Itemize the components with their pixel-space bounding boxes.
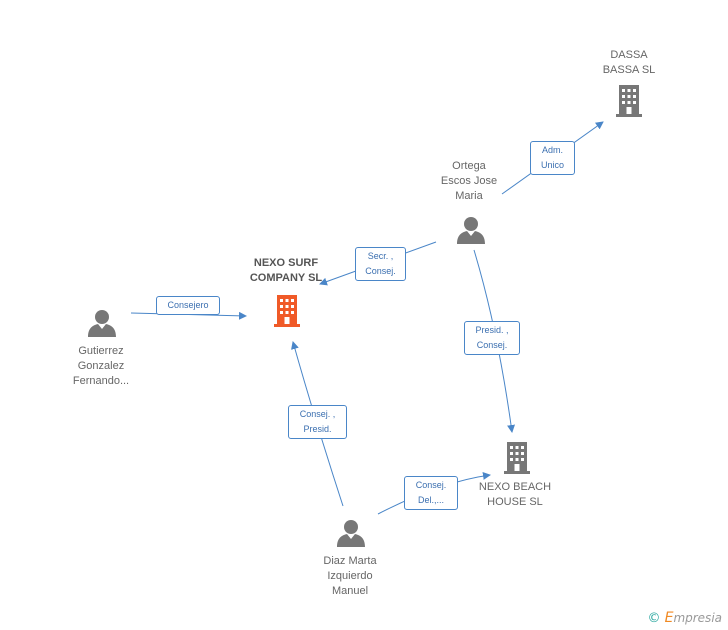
edge-label-line: Unico: [540, 160, 564, 170]
node-label-gutierrez[interactable]: Gutierrez Gonzalez Fernando...: [55, 344, 147, 389]
node-label-line: Maria: [455, 190, 483, 202]
edge-label-ortega-nexo-beach: Presid. , Consej.: [464, 321, 520, 355]
edge-label-line: Consej.: [476, 340, 508, 350]
edge-label-line: Del.,...: [417, 495, 444, 505]
edge-label-line: Adm.: [541, 145, 563, 155]
node-label-line: NEXO BEACH: [478, 481, 552, 493]
node-label-line: HOUSE SL: [487, 496, 543, 508]
edge-label-line: Consej.: [365, 266, 396, 276]
copyright-brand[interactable]: © Empresia: [647, 610, 722, 626]
node-label-line: Diaz Marta: [323, 555, 377, 567]
edge-label-line: Consejero: [167, 300, 209, 310]
node-label-line: Escos Jose: [440, 175, 498, 187]
edge-label-line: Presid. ,: [475, 325, 509, 335]
brand-text: mpresia: [673, 611, 722, 625]
node-label-line: Manuel: [331, 585, 369, 597]
person-icon-diaz[interactable]: [336, 518, 366, 548]
node-label-line: Fernando...: [72, 375, 130, 387]
company-building-icon-dassa[interactable]: [614, 84, 644, 117]
edge-label-line: Secr. ,: [367, 251, 394, 261]
node-label-nexo-surf[interactable]: NEXO SURF COMPANY SL: [236, 256, 336, 286]
edge-label-gutierrez-nexo-surf: Consejero: [156, 296, 220, 315]
node-label-diaz[interactable]: Diaz Marta Izquierdo Manuel: [305, 554, 395, 599]
edge-label-ortega-nexo-surf: Secr. , Consej.: [355, 247, 406, 281]
company-building-icon-nexo-beach[interactable]: [502, 441, 532, 474]
node-label-line: Ortega: [452, 160, 486, 172]
node-label-line: Gutierrez: [78, 345, 124, 357]
person-icon-gutierrez[interactable]: [87, 308, 117, 338]
brand-logo: Empresia: [664, 610, 722, 626]
node-label-line: Izquierdo: [327, 570, 373, 582]
person-icon-ortega[interactable]: [456, 215, 486, 245]
edge-label-diaz-nexo-beach: Consej. Del.,...: [404, 476, 458, 510]
node-label-line: COMPANY SL: [249, 272, 323, 284]
copyright-icon: ©: [647, 611, 661, 626]
node-label-line: NEXO SURF: [253, 257, 319, 269]
edge-label-ortega-dassa: Adm. Unico: [530, 141, 575, 175]
edge-label-line: Consej.: [415, 480, 447, 490]
edge-label-line: Presid.: [303, 424, 332, 434]
node-label-ortega[interactable]: Ortega Escos Jose Maria: [424, 159, 514, 204]
brand-initial: E: [664, 610, 674, 626]
node-label-nexo-beach[interactable]: NEXO BEACH HOUSE SL: [470, 480, 560, 510]
edge-label-line: Consej. ,: [299, 409, 336, 419]
node-label-line: BASSA SL: [602, 64, 656, 76]
node-label-line: DASSA: [610, 49, 648, 61]
node-label-line: Gonzalez: [77, 360, 125, 372]
company-building-icon-nexo-surf[interactable]: [272, 294, 302, 327]
node-label-dassa[interactable]: DASSA BASSA SL: [589, 48, 669, 78]
edge-label-diaz-nexo-surf: Consej. , Presid.: [288, 405, 347, 439]
